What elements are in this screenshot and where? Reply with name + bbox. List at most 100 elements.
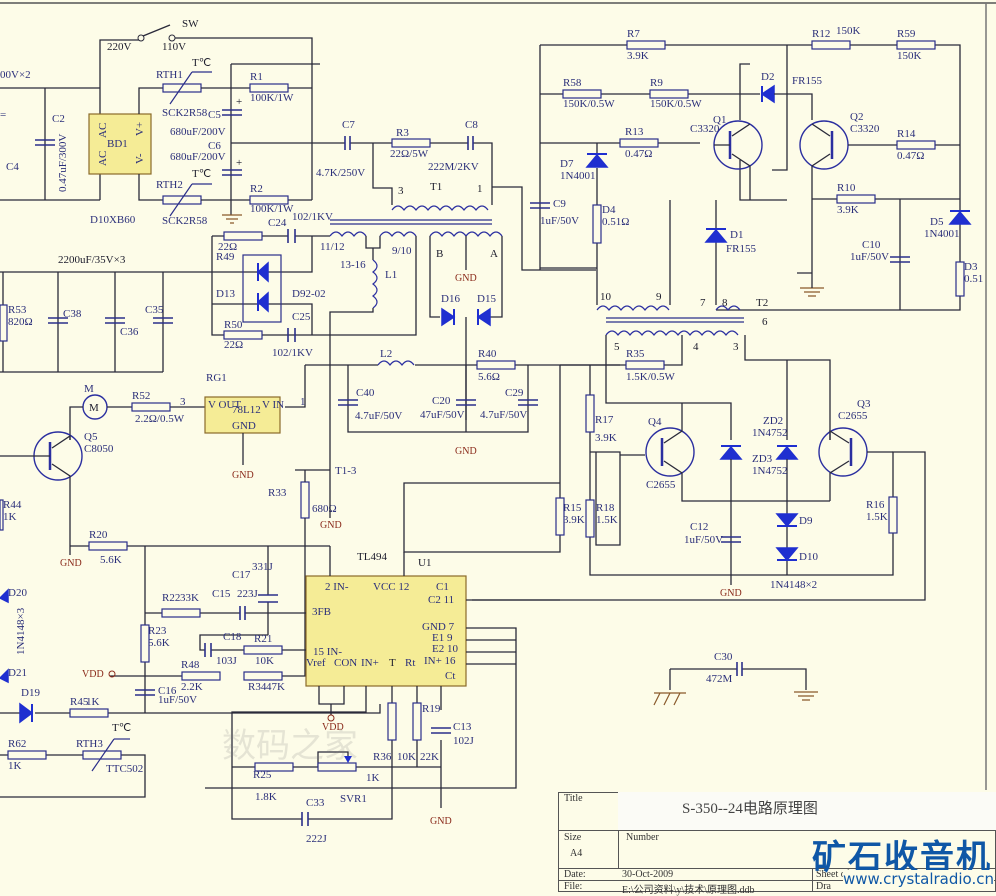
t2-secondary-winding — [605, 330, 739, 336]
switch-contact-110 — [168, 34, 176, 42]
resistor-r62 — [7, 750, 47, 760]
c2-ref: C2 — [52, 113, 65, 125]
gnd-label: GND — [320, 520, 342, 531]
secondary-section: 2200uF/35V×3 R53 820Ω C38 C36 C35 22Ω R4… — [0, 211, 620, 470]
c9-value: 1uF/50V — [540, 215, 579, 227]
t2-pin5: 5 — [614, 341, 620, 353]
gnd-label: GND — [232, 470, 254, 481]
bd1-ref: BD1 — [107, 138, 128, 150]
r45-ref: R45 — [70, 696, 89, 708]
t1-pin1: 1 — [477, 183, 483, 195]
url-watermark: www.crystalradio.cn — [842, 870, 994, 888]
fan-section: M M R52 2.2Ω/0.5W 3 1 V OUT 78L12 V IN G… — [0, 372, 306, 569]
transistor-q2 — [799, 120, 849, 170]
q2-ref: Q2 — [850, 111, 863, 123]
d4-value: 0.51Ω — [602, 216, 629, 228]
rg1-vin: V IN — [262, 399, 284, 411]
gnd-label: GND — [60, 558, 82, 569]
sheet-label: Sheet of — [816, 869, 850, 880]
voltage-switch-lever[interactable] — [142, 24, 171, 37]
thermistor-rth2 — [162, 195, 202, 205]
q5-ref: Q5 — [84, 431, 98, 443]
resistor-r14 — [896, 140, 936, 150]
rth1-part: SCK2R58 — [162, 107, 208, 119]
resistor-r52 — [131, 402, 171, 412]
zd2-ref: ZD2 — [763, 415, 783, 427]
c40-ref: C40 — [356, 387, 375, 399]
resistor-r48 — [181, 671, 221, 681]
vdd-label: VDD — [82, 669, 104, 680]
t1-w2-label: 9/10 — [392, 245, 412, 257]
resistor-r58 — [562, 89, 602, 99]
site-watermark: 数码之家 — [222, 726, 358, 766]
pin-c1: C1 — [436, 581, 449, 593]
d10-ref: D10 — [799, 551, 818, 563]
resistor-r20 — [88, 541, 128, 551]
c10-value: 1uF/50V — [850, 251, 889, 263]
r23-value: 5.6K — [148, 637, 170, 649]
t2-ref: T2 — [756, 297, 768, 309]
r1-value: 100K/1W — [250, 92, 294, 104]
bd1-part: D10XB60 — [90, 214, 136, 226]
r13-ref: R13 — [625, 126, 644, 138]
c8-value: 222M/2KV — [428, 161, 479, 173]
resistor-r7 — [626, 40, 666, 50]
resistor-r12 — [811, 40, 851, 50]
drawing-title: S-350--24电路原理图 — [618, 792, 996, 830]
rg1-pin3: 3 — [180, 396, 186, 408]
r58-value: 150K/0.5W — [563, 98, 615, 110]
d3-ref: D3 — [964, 261, 978, 273]
c12-ref: C12 — [690, 521, 708, 533]
half-bridge-section: R7 3.9K R12 150K R59 150K R58 150K/0.5W … — [530, 25, 983, 353]
c10-ref: C10 — [862, 239, 881, 251]
t2-pin3: 3 — [733, 341, 739, 353]
resistor-r1 — [249, 83, 289, 93]
r36-value: 10K — [397, 751, 416, 763]
diode-d10 — [775, 547, 799, 562]
c16-value: 1uF/50V — [158, 694, 197, 706]
q1-part: C3320 — [690, 123, 720, 135]
ic-part: TL494 — [357, 551, 387, 563]
pin-rt: Rt — [405, 657, 415, 669]
potentiometer-svr1[interactable] — [317, 762, 357, 772]
c40-value: 4.7uF/50V — [355, 410, 402, 422]
r10-ref: R10 — [837, 182, 856, 194]
t1-tap-label: T1-3 — [335, 465, 357, 477]
d15-ref: D15 — [477, 293, 496, 305]
r3-ref: R3 — [396, 127, 409, 139]
q4-ref: Q4 — [648, 416, 662, 428]
diode-d20 — [0, 588, 9, 604]
c17-ref: C17 — [232, 569, 251, 581]
r34-value: 47K — [266, 681, 285, 693]
r12-ref: R12 — [812, 28, 830, 40]
c18-ref: C18 — [223, 631, 242, 643]
dual-diode-d13 — [242, 254, 282, 323]
r17-ref: R17 — [595, 414, 614, 426]
input-cap-note: 00V×2 — [0, 69, 31, 81]
l1-ref: L1 — [385, 269, 397, 281]
t2-pin10: 10 — [600, 291, 612, 303]
rg1-vout: V OUT — [208, 399, 241, 411]
r40-value: 5.6Ω — [478, 371, 500, 383]
resistor-r18 — [585, 499, 595, 538]
t2-pin6: 6 — [762, 316, 768, 328]
regulator-78l12 — [204, 396, 281, 434]
diode-d9 — [775, 513, 799, 528]
t1-winding-11-12 — [329, 231, 367, 237]
resistor-r34 — [243, 671, 283, 681]
r62-ref: R62 — [8, 738, 26, 750]
r49-ref: R49 — [216, 251, 235, 263]
rg1-part: 78L12 — [232, 404, 261, 416]
d19-21-part: 1N4148×3 — [15, 607, 27, 655]
motor-ref: M — [84, 383, 94, 395]
r35-value: 1.5K/0.5W — [626, 371, 676, 383]
r22-value: 33K — [180, 592, 199, 604]
diode-d5 — [948, 210, 972, 225]
rg1-gnd: GND — [232, 420, 256, 432]
resistor-r17 — [585, 394, 595, 433]
thermistor-rth1 — [162, 83, 202, 93]
c25-value: 102/1KV — [272, 347, 313, 359]
pin-fb: 3FB — [312, 606, 331, 618]
file-label: File: — [564, 881, 583, 892]
r10-value: 3.9K — [837, 204, 859, 216]
